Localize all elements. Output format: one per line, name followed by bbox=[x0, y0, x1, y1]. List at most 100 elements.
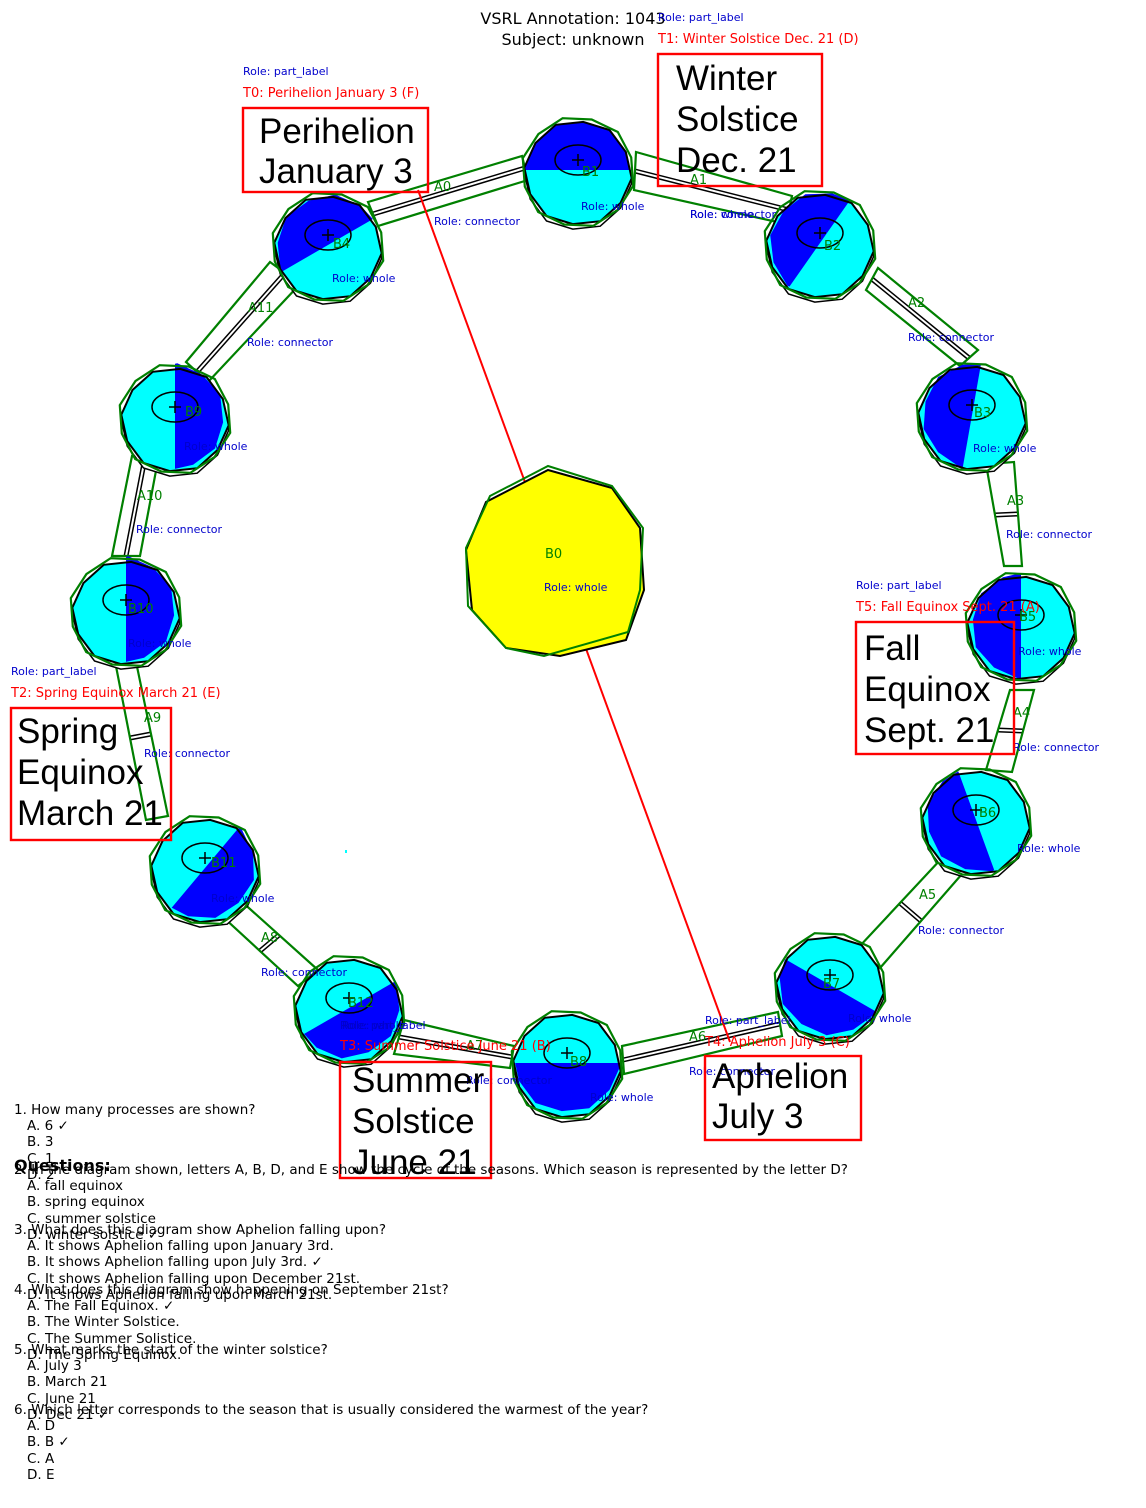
label-role: Role: part_label bbox=[705, 1014, 791, 1027]
orbit-arrow-a11 bbox=[184, 260, 302, 384]
question-6: 6. Which letter corresponds to the seaso… bbox=[14, 1402, 1114, 1483]
label-id: T3: Summer Solstice June 21 (B) bbox=[339, 1039, 551, 1054]
answer-option: D. It shows Aphelion falling upon March … bbox=[27, 1286, 333, 1303]
earth-annotation-box bbox=[292, 955, 406, 1065]
arrow-id-label: A7 bbox=[466, 1039, 483, 1054]
question-2: 2. In the diagram shown, letters A, B, D… bbox=[14, 1162, 1114, 1243]
label-id: T2: Spring Equinox March 21 (E) bbox=[10, 686, 221, 701]
orbit-line-highlight bbox=[196, 272, 286, 373]
label-id: T4: Aphelion July 3 (C) bbox=[704, 1035, 850, 1050]
orbit-arrow-a7 bbox=[392, 1018, 516, 1070]
question-text: 2. In the diagram shown, letters A, B, D… bbox=[14, 1162, 848, 1178]
earth-id-label: B6 bbox=[979, 806, 996, 821]
arrow-id-label: A8 bbox=[261, 931, 278, 946]
answer-option: B. It shows Aphelion falling upon July 3… bbox=[27, 1254, 323, 1271]
arrow-id-label: A5 bbox=[919, 888, 936, 903]
answer-option: A. 6 ✓ bbox=[27, 1118, 69, 1135]
earth-annotation-box bbox=[118, 364, 232, 474]
label-id: T5: Fall Equinox Sept. 21 (A) bbox=[855, 600, 1040, 615]
label-line: Aphelion bbox=[712, 1057, 848, 1096]
label-line: January 3 bbox=[259, 152, 413, 191]
answer-option: A. fall equinox bbox=[27, 1178, 123, 1195]
earth-annotation-box bbox=[148, 815, 262, 925]
earth-id-label: B5 bbox=[1019, 610, 1036, 625]
label-role: Role: part_label bbox=[856, 579, 942, 592]
answer-option: C. summer solstice bbox=[27, 1210, 156, 1227]
label-box bbox=[703, 1054, 863, 1142]
answer-option: A. The Fall Equinox. ✓ bbox=[27, 1298, 175, 1315]
earth-annotation-box bbox=[521, 117, 635, 227]
earth-id-label: B11 bbox=[211, 856, 236, 871]
label-role: Role: part_label bbox=[340, 1019, 426, 1032]
earth-id-label: B3 bbox=[974, 406, 991, 421]
label-role: Role: part_label bbox=[243, 65, 329, 78]
question-5: 5. What marks the start of the winter so… bbox=[14, 1342, 1114, 1423]
orbit-line-highlight bbox=[372, 167, 526, 215]
arrow-role-label: Role: connector bbox=[689, 1065, 775, 1078]
answer-option: D. 2 bbox=[27, 1166, 55, 1183]
label-line: Spring bbox=[17, 712, 118, 751]
question-text: 3. What does this diagram show Aphelion … bbox=[14, 1222, 387, 1238]
earth-role-label: Role: whole bbox=[128, 637, 192, 650]
answer-option: A. July 3 bbox=[27, 1358, 82, 1375]
answer-option: C. A bbox=[27, 1450, 55, 1467]
label-line: Dec. 21 bbox=[676, 141, 797, 180]
answer-option: A. D bbox=[27, 1418, 55, 1435]
orbit-arrow-a4 bbox=[984, 688, 1036, 774]
orbit-line-highlight bbox=[634, 170, 790, 211]
arrow-role-label: Role: connector bbox=[434, 215, 520, 228]
earth-annotation-box bbox=[773, 932, 887, 1042]
label-box bbox=[656, 52, 824, 188]
arrow-role-label: Role: connector bbox=[466, 1074, 552, 1087]
orbit-line-highlight bbox=[622, 1023, 781, 1061]
earth-role-label: Role: whole bbox=[184, 440, 248, 453]
label-line: Solstice bbox=[676, 100, 799, 139]
earth-annotation-box bbox=[919, 767, 1033, 877]
answer-option: A. It shows Aphelion falling upon Januar… bbox=[27, 1238, 334, 1255]
label-line: July 3 bbox=[712, 1097, 803, 1136]
earth-id-label: B8 bbox=[570, 1055, 587, 1070]
answer-option: D. Dec 21 ✓ bbox=[27, 1406, 110, 1423]
sun-outline bbox=[464, 464, 645, 658]
orbit-arrow-a2 bbox=[864, 266, 980, 368]
answer-option: B. The Winter Solstice. bbox=[27, 1314, 180, 1331]
sun-role-label: Role: whole bbox=[544, 581, 608, 594]
label-line: Winter bbox=[676, 59, 777, 98]
arrow-annotation-box bbox=[864, 266, 980, 368]
orbit-line-highlight bbox=[899, 902, 922, 922]
answer-option: B. B ✓ bbox=[27, 1434, 70, 1451]
arrow-annotation-box bbox=[392, 1018, 516, 1070]
earth-role-label: Role: whole bbox=[332, 272, 396, 285]
label-line: Summer bbox=[352, 1061, 485, 1100]
answer-option: C. It shows Aphelion falling upon Decemb… bbox=[27, 1270, 361, 1287]
earth-role-label: Role: whole bbox=[1017, 842, 1081, 855]
answer-option: D. E bbox=[27, 1466, 55, 1483]
earth-id-label: B12 bbox=[348, 996, 373, 1011]
earth-pole-ring bbox=[952, 794, 1000, 826]
answer-option: C. June 21 bbox=[27, 1390, 96, 1407]
earth-id-label: B9 bbox=[185, 405, 202, 420]
question-3: 3. What does this diagram show Aphelion … bbox=[14, 1222, 1114, 1303]
earth-annotation-box bbox=[271, 192, 385, 302]
question-1: 1. How many processes are shown?A. 6 ✓B.… bbox=[14, 1102, 1114, 1183]
earth-pole-ring bbox=[948, 389, 996, 421]
question-4: 4. What does this diagram show happening… bbox=[14, 1282, 1114, 1363]
sun-shape bbox=[464, 468, 646, 658]
answer-option: C. 1 bbox=[27, 1150, 54, 1167]
label-line: Perihelion bbox=[259, 112, 415, 151]
annotation-subject: Subject: unknown bbox=[502, 30, 645, 49]
arrow-id-label: A6 bbox=[689, 1030, 706, 1045]
